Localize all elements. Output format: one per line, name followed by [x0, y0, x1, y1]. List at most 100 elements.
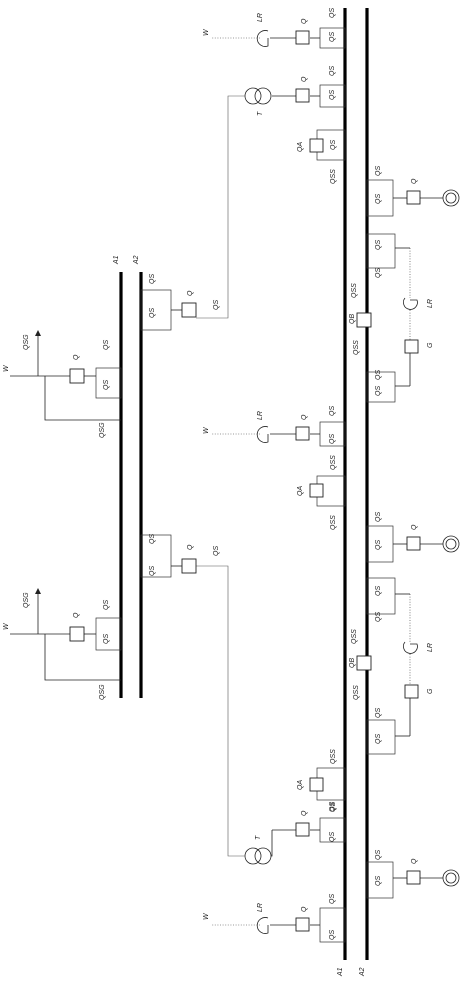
svg-text:QSS: QSS	[330, 749, 337, 764]
svg-text:QSG: QSG	[23, 592, 30, 608]
svg-text:LR: LR	[427, 643, 434, 652]
breaker-transformer-bottom	[295, 822, 310, 837]
bypass-breaker-qa-top	[309, 138, 324, 153]
generator-bottom-icon	[442, 869, 460, 887]
svg-text:Q: Q	[301, 414, 308, 420]
feeder-line-top: Q LR W QS QS	[203, 8, 346, 49]
svg-text:QSS: QSS	[353, 685, 360, 700]
svg-text:QS: QS	[375, 268, 382, 278]
bypass-breaker-qa-bottom	[309, 777, 324, 792]
svg-text:Q: Q	[301, 76, 308, 82]
bypass-breaker-middle: QA QSS QSS	[297, 455, 346, 530]
bypass-breaker-bottom: QA QSS QS	[297, 749, 346, 812]
breaker-generator-middle	[406, 536, 421, 551]
breaker-generator-bottom	[406, 870, 421, 885]
svg-text:QS: QS	[149, 308, 156, 318]
svg-text:W: W	[203, 912, 210, 920]
bus-section-top: LR G QB QSS QSS QS QS QS QS	[349, 233, 434, 403]
upper-line-breaker-bottom	[69, 626, 85, 642]
svg-text:QS: QS	[103, 340, 110, 350]
svg-text:Q: Q	[73, 354, 80, 360]
feeder-line-bottom: Q LR W QS QS	[203, 894, 346, 943]
svg-text:QS: QS	[375, 734, 382, 744]
main-bus-a1-label: A1	[337, 967, 344, 977]
reactor-bottom-icon	[256, 917, 269, 934]
reactor-section-bottom-icon	[403, 641, 418, 654]
breaker-top-line	[295, 30, 310, 45]
svg-text:QS: QS	[149, 274, 156, 284]
sectional-breaker-top	[356, 312, 372, 328]
reactor-top-icon	[256, 30, 269, 47]
svg-text:T: T	[255, 835, 262, 840]
svg-text:QS: QS	[329, 8, 336, 18]
svg-text:QA: QA	[297, 142, 304, 152]
upper-breaker-top	[181, 302, 197, 318]
bypass-breaker-qa-middle	[309, 483, 324, 498]
svg-text:QSS: QSS	[353, 340, 360, 355]
breaker-generator-top	[406, 190, 421, 205]
svg-text:Q: Q	[187, 544, 194, 550]
svg-text:QSG: QSG	[23, 334, 30, 350]
svg-text:QS: QS	[375, 386, 382, 396]
svg-text:QS: QS	[149, 534, 156, 544]
svg-text:W: W	[203, 28, 210, 36]
svg-text:QA: QA	[297, 486, 304, 496]
generator-breaker-section-top	[404, 339, 419, 354]
svg-text:QS: QS	[329, 802, 336, 812]
svg-text:QSG: QSG	[99, 684, 106, 700]
svg-text:QS: QS	[375, 612, 382, 622]
svg-text:Q: Q	[411, 178, 418, 184]
svg-text:QS: QS	[375, 850, 382, 860]
svg-text:Q: Q	[187, 290, 194, 296]
reactor-section-top-icon	[403, 297, 418, 310]
breaker-bottom-line	[295, 917, 310, 932]
svg-text:LR: LR	[257, 13, 264, 22]
bypass-breaker-top: QA QS QSS	[297, 129, 346, 184]
transformer-bottom-icon	[254, 847, 272, 865]
svg-text:W: W	[203, 426, 210, 434]
svg-text:QSS: QSS	[330, 169, 337, 184]
svg-text:QS: QS	[375, 166, 382, 176]
bus-section-bottom: LR G QB QSS QSS QS QS QS QS	[349, 577, 434, 755]
svg-text:Q: Q	[73, 612, 80, 618]
svg-text:QS: QS	[375, 708, 382, 718]
svg-text:QS: QS	[103, 600, 110, 610]
svg-text:Q: Q	[301, 810, 308, 816]
svg-text:QSS: QSS	[351, 629, 358, 644]
upper-bus-a2-label: A2	[133, 255, 140, 265]
svg-text:QS: QS	[329, 406, 336, 416]
svg-text:QS: QS	[329, 90, 336, 100]
svg-text:QS: QS	[330, 140, 337, 150]
svg-text:QS: QS	[329, 894, 336, 904]
svg-text:QB: QB	[349, 314, 356, 324]
upper-line-feeder-top: Q QSG W QSG QS QS	[3, 330, 122, 438]
svg-text:QA: QA	[297, 780, 304, 790]
svg-text:QS: QS	[103, 634, 110, 644]
generator-middle-icon	[442, 535, 460, 553]
svg-text:QS: QS	[213, 546, 220, 556]
svg-text:QS: QS	[375, 194, 382, 204]
svg-text:QS: QS	[329, 434, 336, 444]
svg-text:QSS: QSS	[351, 283, 358, 298]
svg-text:Q: Q	[301, 906, 308, 912]
svg-text:W: W	[3, 622, 10, 630]
svg-text:QS: QS	[329, 66, 336, 76]
feeder-line-middle: Q LR W QS QS	[203, 406, 346, 447]
generator-breaker-section-bottom	[404, 684, 419, 699]
upper-bus-coupler-top: Q QS QS QS	[140, 274, 220, 331]
transformer-top-feeder: Q T QS QS	[196, 66, 346, 319]
generator-middle-feeder: Q QS QS	[366, 512, 460, 563]
upper-bus-a1-label: A1	[113, 255, 120, 265]
reactor-middle-icon	[256, 426, 269, 443]
main-bus-a2-label: A2	[359, 967, 366, 977]
svg-text:QS: QS	[375, 240, 382, 250]
svg-text:G: G	[427, 688, 434, 694]
upper-breaker-bottom	[181, 558, 197, 574]
svg-text:Q: Q	[301, 18, 308, 24]
svg-text:QS: QS	[330, 802, 337, 812]
svg-text:W: W	[3, 364, 10, 372]
sectional-breaker-bottom	[356, 655, 372, 671]
svg-text:T: T	[257, 111, 264, 116]
svg-text:QS: QS	[149, 566, 156, 576]
svg-text:QS: QS	[329, 930, 336, 940]
